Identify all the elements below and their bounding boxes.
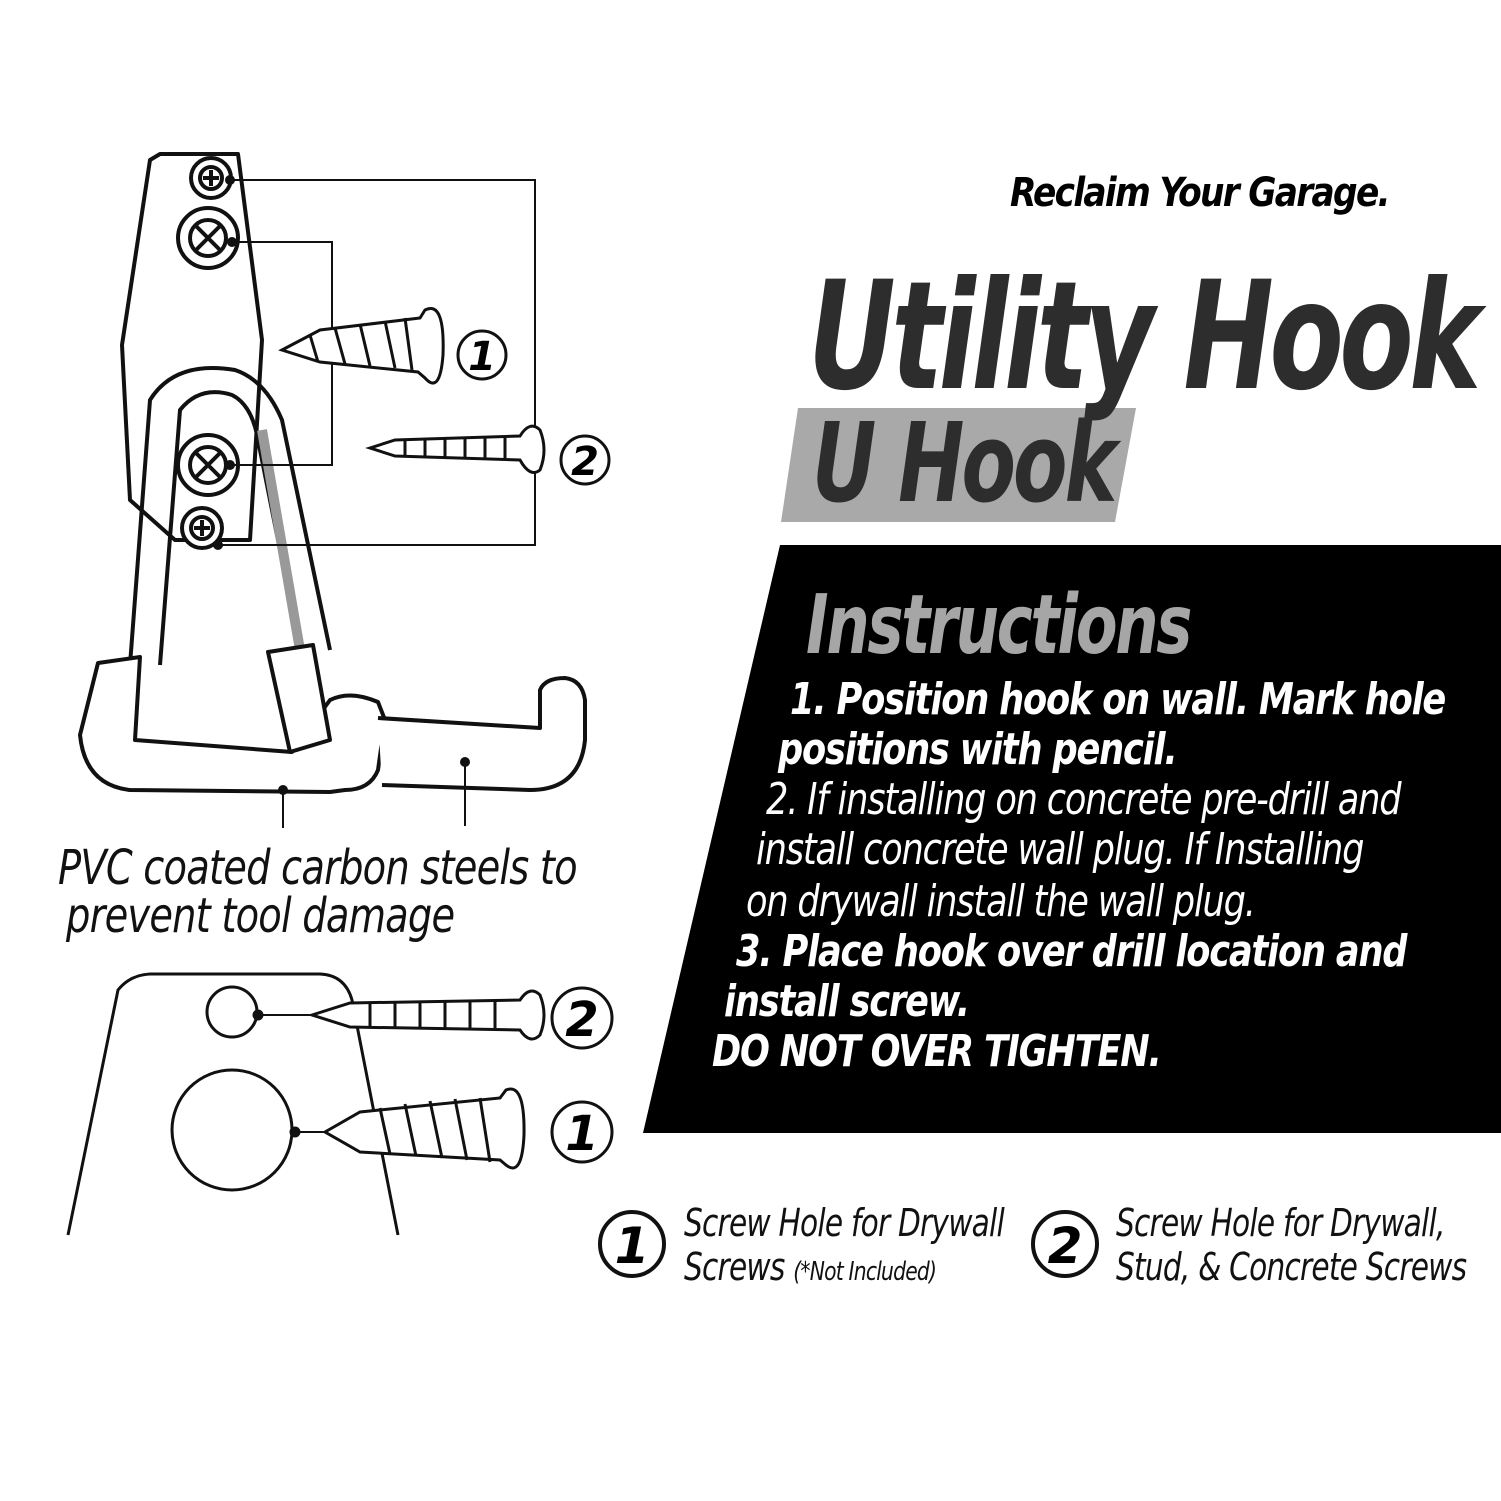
legend-1-screws: Screws <box>684 1245 785 1289</box>
svg-text:2: 2 <box>571 439 599 485</box>
svg-text:2: 2 <box>1048 1217 1083 1275</box>
instruction-warning: DO NOT OVER TIGHTEN. <box>712 1026 1162 1077</box>
svg-text:1: 1 <box>565 1106 598 1162</box>
instruction-line-2: positions with pencil. <box>778 724 1178 775</box>
legend-number-2: 2 <box>1031 1210 1099 1278</box>
pvc-sleeve <box>266 643 332 754</box>
svg-text:1: 1 <box>615 1217 650 1275</box>
instruction-line-1: 1. Position hook on wall. Mark hole <box>790 674 1446 725</box>
page-subtitle: U Hook <box>812 399 1117 527</box>
steel-wire-inner <box>158 390 302 666</box>
legend-2-line1: Screw Hole for Drywall, <box>1116 1201 1445 1245</box>
closeup-plug-screw <box>321 1087 526 1170</box>
plate-closeup <box>66 972 400 1236</box>
slogan: Reclaim Your Garage. <box>1010 170 1391 216</box>
instruction-line-3: 2. If installing on concrete pre-drill a… <box>766 774 1402 825</box>
instruction-line-4: install concrete wall plug. If Installin… <box>756 824 1365 875</box>
legend-2-line2: Stud, & Concrete Screws <box>1116 1245 1467 1289</box>
wood-screw <box>365 424 546 474</box>
instructions-panel <box>643 545 1501 1133</box>
back-arm <box>377 676 587 792</box>
closeup-wood-screw <box>307 989 546 1041</box>
svg-text:1: 1 <box>468 334 496 380</box>
pvc-caption-line1: PVC coated carbon steels to <box>58 840 578 896</box>
subtitle-band <box>781 408 1136 522</box>
steel-wire-outer <box>128 366 332 666</box>
callout-2-top: 2 <box>559 434 611 486</box>
svg-text:2: 2 <box>565 992 598 1048</box>
instruction-line-6: 3. Place hook over drill location and <box>736 926 1408 977</box>
instruction-line-7: install screw. <box>724 976 970 1027</box>
legend-number-1: 1 <box>598 1210 666 1278</box>
wall-plug-screw <box>278 307 445 385</box>
callout-1-top: 1 <box>456 329 508 381</box>
legend-1-line1: Screw Hole for Drywall <box>684 1201 1005 1245</box>
page-title: Utility Hook <box>808 250 1481 424</box>
callout-2-bottom: 2 <box>550 986 614 1050</box>
instructions-heading: Instructions <box>806 578 1192 673</box>
hook-illustration <box>78 152 587 794</box>
callout-1-bottom: 1 <box>550 1100 614 1164</box>
pvc-front-leg <box>78 655 387 794</box>
legend-1-line2: Screws (*Not Included) <box>684 1245 937 1289</box>
instruction-line-5: on drywall install the wall plug. <box>746 876 1256 927</box>
leader-lines-top <box>213 175 536 828</box>
legend-1-note: (*Not Included) <box>793 1257 937 1287</box>
pvc-caption-line2: prevent tool damage <box>66 888 455 944</box>
